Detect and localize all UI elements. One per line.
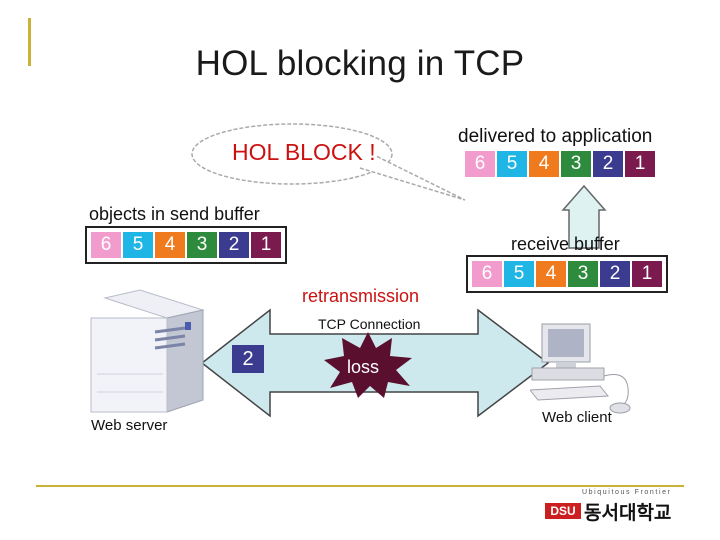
receive-buffer-label: receive buffer [511, 234, 620, 254]
slide-title: HOL blocking in TCP [195, 44, 525, 83]
footer-divider [36, 485, 684, 487]
web-client-label: Web client [542, 409, 612, 426]
web-client-icon [530, 323, 631, 414]
title-accent-bar [28, 18, 31, 66]
receive-cell-4: 4 [536, 261, 566, 287]
delivered-cell-1: 1 [625, 151, 655, 177]
hol-block-text: HOL BLOCK ! [232, 139, 376, 165]
send-cell-4: 4 [155, 232, 185, 258]
delivered-row: 6 5 4 3 2 1 [465, 151, 655, 177]
loss-label: loss [347, 357, 380, 377]
up-arrow-icon [561, 184, 607, 249]
web-server-icon [90, 289, 205, 413]
receive-cell-5: 5 [504, 261, 534, 287]
delivered-cell-6: 6 [465, 151, 495, 177]
logo-name: 동서대학교 [584, 503, 672, 524]
web-server-label: Web server [91, 417, 168, 434]
retransmission-label: retransmission [302, 286, 420, 306]
receive-cell-6: 6 [472, 261, 502, 287]
send-cell-3: 3 [187, 232, 217, 258]
packet-2: 2 [232, 345, 264, 373]
send-cell-6: 6 [91, 232, 121, 258]
delivered-cell-5: 5 [497, 151, 527, 177]
send-cell-1: 1 [251, 232, 281, 258]
tcp-connection-label: TCP Connection [318, 316, 421, 332]
delivered-label: delivered to application [458, 126, 653, 147]
hol-block-callout [191, 123, 466, 201]
delivered-cell-4: 4 [529, 151, 559, 177]
send-cell-5: 5 [123, 232, 153, 258]
send-buffer-label: objects in send buffer [89, 204, 260, 224]
receive-cell-1: 1 [632, 261, 662, 287]
loss-burst-icon [324, 332, 412, 398]
send-buffer-row: 6 5 4 3 2 1 [85, 226, 287, 264]
receive-buffer-row: 6 5 4 3 2 1 [466, 255, 668, 293]
delivered-cell-2: 2 [593, 151, 623, 177]
receive-cell-2: 2 [600, 261, 630, 287]
receive-cell-3: 3 [568, 261, 598, 287]
logo-mark: DSU [545, 503, 581, 519]
logo-tagline: Ubiquitous Frontier [582, 489, 672, 496]
delivered-cell-3: 3 [561, 151, 591, 177]
send-cell-2: 2 [219, 232, 249, 258]
